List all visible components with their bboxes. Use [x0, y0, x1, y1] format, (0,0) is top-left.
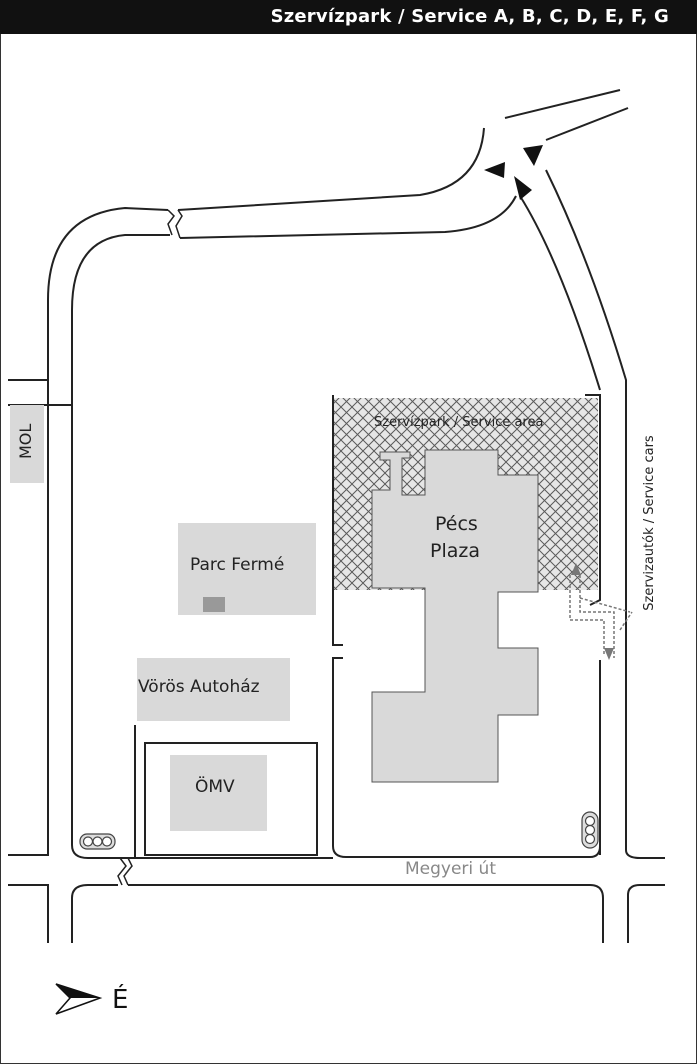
header-bar: Szervízpark / Service A, B, C, D, E, F, …	[0, 0, 697, 34]
parc-ferme-marker	[203, 597, 225, 612]
road-network	[8, 89, 665, 943]
voros-autohaz-block	[137, 658, 290, 721]
service-area-label: Szervízpark / Service area	[374, 415, 544, 430]
mol-label: MOL	[16, 423, 35, 459]
parc-ferme-label: Parc Fermé	[190, 555, 285, 575]
service-arrow-up-icon	[571, 563, 581, 575]
header-title: Szervízpark / Service A, B, C, D, E, F, …	[270, 6, 669, 27]
service-cars-path	[569, 575, 633, 658]
megyeri-ut-label: Megyeri út	[405, 859, 496, 879]
traffic-light-icon	[79, 833, 116, 850]
service-cars-label: Szervizautók / Service cars	[642, 435, 657, 611]
roundabout-icon	[484, 145, 543, 200]
north-label: É	[112, 985, 129, 1015]
plaza-label-line2: Plaza	[430, 540, 480, 562]
omv-label: ÖMV	[195, 777, 235, 797]
service-arrow-down-icon	[604, 648, 614, 660]
plaza-label-line1: Pécs	[435, 513, 478, 535]
pecs-plaza-building	[371, 449, 539, 783]
north-arrow-icon	[55, 983, 103, 1015]
omv-block	[170, 755, 267, 831]
traffic-light-icon	[581, 811, 599, 849]
voros-autohaz-label: Vörös Autoház	[138, 677, 260, 697]
parc-ferme-block	[178, 523, 316, 615]
mol-block	[10, 405, 44, 483]
